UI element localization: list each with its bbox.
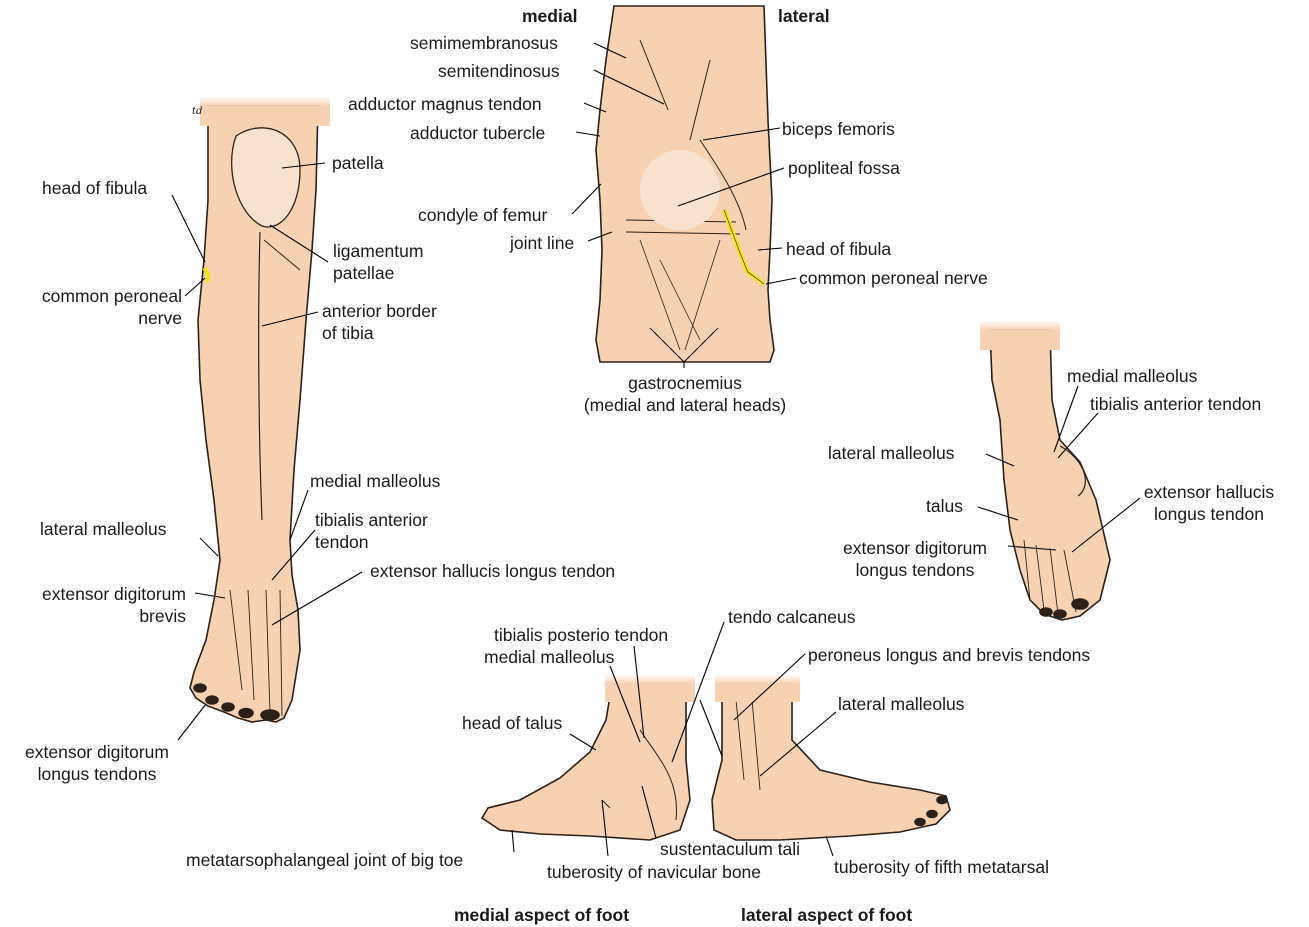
label-adductor-magnus-tendon: adductor magnus tendon [348, 93, 542, 115]
label-tibialis-anterior-tendon-ankle: tibialis anterior tendon [1090, 393, 1261, 415]
label-anterior-border-tibia: anterior border of tibia [322, 300, 437, 344]
label-lateral-malleolus-front: lateral malleolus [40, 518, 166, 540]
knee-back-drawing [596, 6, 774, 362]
label-common-peroneal-nerve-knee: common peroneal nerve [799, 267, 988, 289]
label-tendo-calcaneus: tendo calcaneus [728, 606, 855, 628]
label-medial-malleolus-front: medial malleolus [310, 470, 440, 492]
label-medial-malleolus-foot: medial malleolus [484, 646, 614, 668]
header-medial: medial [522, 5, 577, 27]
label-semimembranosus: semimembranosus [410, 32, 558, 54]
label-condyle-of-femur: condyle of femur [418, 204, 547, 226]
header-medial-aspect: medial aspect of foot [454, 904, 629, 926]
label-biceps-femoris: biceps femoris [782, 118, 895, 140]
label-adductor-tubercle: adductor tubercle [410, 122, 545, 144]
label-mtp-joint-big-toe: metatarsophalangeal joint of big toe [186, 849, 463, 871]
label-sustentaculum-tali: sustentaculum tali [660, 838, 800, 860]
header-lateral-aspect: lateral aspect of foot [741, 904, 912, 926]
label-extensor-digitorum-longus-ankle: extensor digitorum longus tendons [826, 537, 1004, 581]
label-head-of-talus: head of talus [462, 712, 562, 734]
label-extensor-hallucis-longus-front: extensor hallucis longus tendon [370, 560, 615, 582]
header-lateral: lateral [778, 5, 830, 27]
label-tibialis-posterior-tendon: tibialis posterio tendon [494, 624, 668, 646]
artist-signature: td [192, 106, 202, 117]
label-ligamentum-patellae: ligamentum patellae [333, 240, 423, 284]
label-talus: talus [926, 495, 963, 517]
label-head-of-fibula-knee: head of fibula [786, 238, 891, 260]
label-medial-malleolus-ankle: medial malleolus [1067, 365, 1197, 387]
label-patella: patella [332, 152, 384, 174]
label-lateral-malleolus-ankle: lateral malleolus [828, 442, 954, 464]
label-tuberosity-navicular: tuberosity of navicular bone [547, 861, 761, 883]
label-extensor-hallucis-longus-ankle: extensor hallucis longus tendon [1124, 481, 1294, 525]
label-common-peroneal-nerve-front: common peroneal nerve [8, 285, 182, 329]
label-gastrocnemius: gastrocnemius (medial and lateral heads) [560, 372, 810, 416]
label-popliteal-fossa: popliteal fossa [788, 157, 900, 179]
label-extensor-digitorum-brevis: extensor digitorum brevis [8, 583, 186, 627]
label-tuberosity-fifth-metatarsal: tuberosity of fifth metatarsal [834, 856, 1049, 878]
label-joint-line: joint line [510, 232, 574, 254]
label-head-of-fibula-front: head of fibula [42, 177, 147, 199]
medial-foot-drawing [482, 684, 690, 840]
label-semitendinosus: semitendinosus [438, 60, 560, 82]
label-extensor-digitorum-longus-front: extensor digitorum longus tendons [8, 741, 186, 785]
label-peroneus-tendons: peroneus longus and brevis tendons [808, 644, 1090, 666]
label-tibialis-anterior-tendon-front: tibialis anterior tendon [315, 509, 428, 553]
front-leg-drawing [190, 106, 318, 722]
label-lateral-malleolus-foot: lateral malleolus [838, 693, 964, 715]
